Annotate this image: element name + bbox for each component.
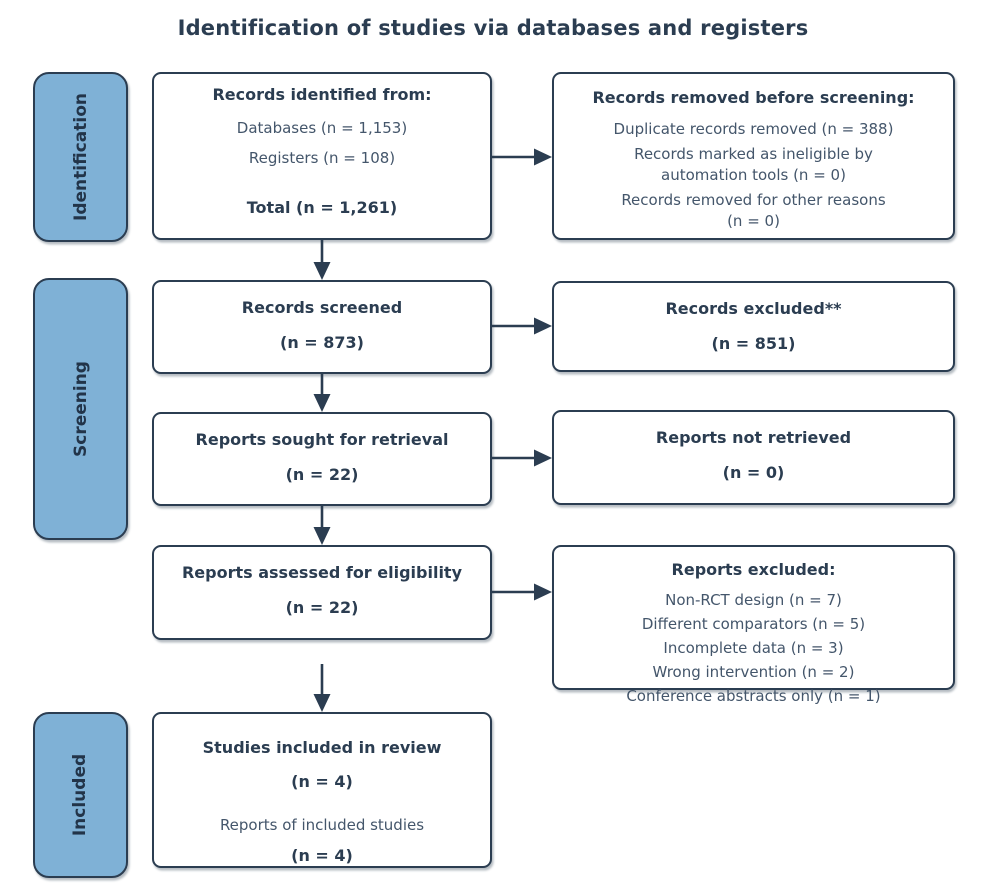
stage-label-identification: Identification [33,72,128,242]
arrowhead-right-icon [534,449,552,467]
box-reports-assessed: Reports assessed for eligibility (n = 22… [152,545,492,640]
box-reports-excluded: Reports excluded: Non-RCT design (n = 7)… [552,545,955,705]
box-line: Registers (n = 108) [248,148,396,167]
box-count: (n = 0) [722,462,785,482]
box-count: (n = 22) [285,597,359,617]
box-records-identified: Records identified from: Databases (n = … [152,72,492,240]
box-count: (n = 851) [711,333,796,353]
box-records-removed: Records removed before screening: Duplic… [552,72,955,240]
box-reports-sought: Reports sought for retrieval (n = 22) [152,412,492,506]
stage-label-text: Screening [70,361,91,457]
box-reports-not-retrieved: Reports not retrieved (n = 0) [552,410,955,505]
box-line: Incomplete data (n = 3) [663,638,844,657]
box-line: Databases (n = 1,153) [236,118,408,137]
stage-label-screening: Screening [33,278,128,540]
box-heading: Records excluded** [665,299,842,318]
box-heading: Records identified from: [212,85,432,104]
box-line: Records removed for other reasons (n = 0… [621,190,886,230]
box-heading: Records screened [241,298,403,317]
box-records-excluded: Records excluded** (n = 851) [552,281,955,372]
box-line: Records marked as ineligible by automati… [634,144,873,184]
box-heading: Reports assessed for eligibility [181,563,463,582]
box-line: Wrong intervention (n = 2) [652,662,855,681]
arrowhead-down-icon [313,262,331,280]
box-heading: Reports excluded: [671,560,836,579]
arrowhead-down-icon [313,527,331,545]
arrowhead-right-icon [534,583,552,601]
box-line: Conference abstracts only (n = 1) [626,686,881,705]
box-heading: Studies included in review [202,738,442,757]
box-count: (n = 22) [285,464,359,484]
stage-label-text: Identification [70,93,91,221]
stage-label-included: Included [33,712,128,878]
box-count: (n = 4) [291,845,353,865]
stage-label-text: Included [70,753,91,837]
arrowhead-right-icon [534,317,552,335]
box-line: Duplicate records removed (n = 388) [613,119,894,138]
box-count: (n = 873) [280,332,364,352]
box-total: Total (n = 1,261) [246,197,398,217]
box-line: Different comparators (n = 5) [641,614,866,633]
arrowhead-down-icon [313,394,331,412]
box-heading: Records removed before screening: [592,88,915,107]
arrowhead-down-icon [313,694,331,712]
diagram-title: Identification of studies via databases … [177,16,809,40]
box-count: (n = 4) [291,771,353,791]
box-line: Non-RCT design (n = 7) [665,590,842,609]
box-heading: Reports not retrieved [655,428,852,447]
box-records-screened: Records screened (n = 873) [152,280,492,374]
box-studies-included: Studies included in review (n = 4) Repor… [152,712,492,868]
box-line: Reports of included studies [219,815,425,834]
arrowhead-right-icon [534,148,552,166]
box-heading: Reports sought for retrieval [195,430,449,449]
